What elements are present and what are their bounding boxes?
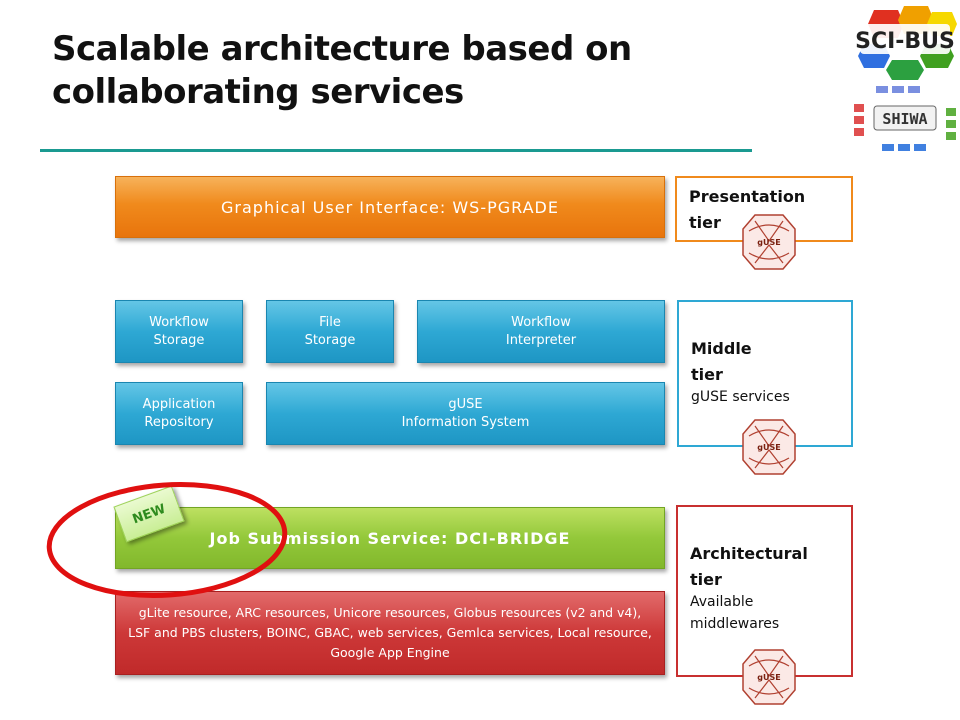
shiwa-logo-text: SHIWA (882, 110, 927, 128)
job-submission-service-box: Job Submission Service: DCI-BRIDGE (115, 507, 665, 569)
guse-information-system-label: gUSE Information System (401, 396, 530, 430)
guse-stamp-text-1: gUSE (757, 238, 780, 247)
file-storage-label: File Storage (304, 314, 356, 348)
resources-label: gLite resource, ARC resources, Unicore r… (128, 605, 652, 660)
architectural-tier-sublabel: Available middlewares (690, 594, 780, 632)
guse-stamp-presentation: gUSE (742, 214, 796, 270)
highlight-circle (46, 482, 288, 598)
guse-information-system-box: gUSE Information System (266, 382, 665, 445)
architectural-tier-frame: Architectural tier Available middlewares (676, 505, 853, 677)
gui-ws-pgrade-box: Graphical User Interface: WS-PGRADE (115, 176, 665, 238)
workflow-interpreter-box: Workflow Interpreter (417, 300, 665, 363)
application-repository-box: Application Repository (115, 382, 243, 445)
job-submission-service-label: Job Submission Service: DCI-BRIDGE (209, 528, 571, 548)
sci-bus-shiwa-logo: SCI-BUS SHIWA (854, 6, 957, 151)
guse-stamp-architectural: gUSE (742, 649, 796, 705)
title-underline (40, 149, 752, 152)
middle-tier-sublabel: gUSE services (691, 389, 790, 405)
page-title-line-2: collaborating services (52, 72, 464, 112)
resources-box: gLite resource, ARC resources, Unicore r… (115, 591, 665, 675)
guse-stamp-text-2: gUSE (757, 443, 780, 452)
workflow-storage-label: Workflow Storage (149, 314, 209, 348)
middle-tier-label: Middle tier (691, 339, 752, 384)
application-repository-label: Application Repository (142, 396, 216, 430)
gui-ws-pgrade-label: Graphical User Interface: WS-PGRADE (221, 197, 559, 217)
guse-stamp-middle: gUSE (742, 419, 796, 475)
sci-bus-logo-text: SCI-BUS (855, 29, 955, 54)
workflow-interpreter-label: Workflow Interpreter (505, 314, 577, 348)
guse-stamp-text-3: gUSE (757, 673, 780, 682)
file-storage-box: File Storage (266, 300, 394, 363)
page-title: Scalable architecture based on collabora… (52, 28, 772, 114)
page-title-line-1: Scalable architecture based on (52, 29, 632, 69)
architectural-tier-label: Architectural tier (690, 544, 808, 589)
presentation-tier-label: Presentation tier (689, 187, 806, 232)
workflow-storage-box: Workflow Storage (115, 300, 243, 363)
